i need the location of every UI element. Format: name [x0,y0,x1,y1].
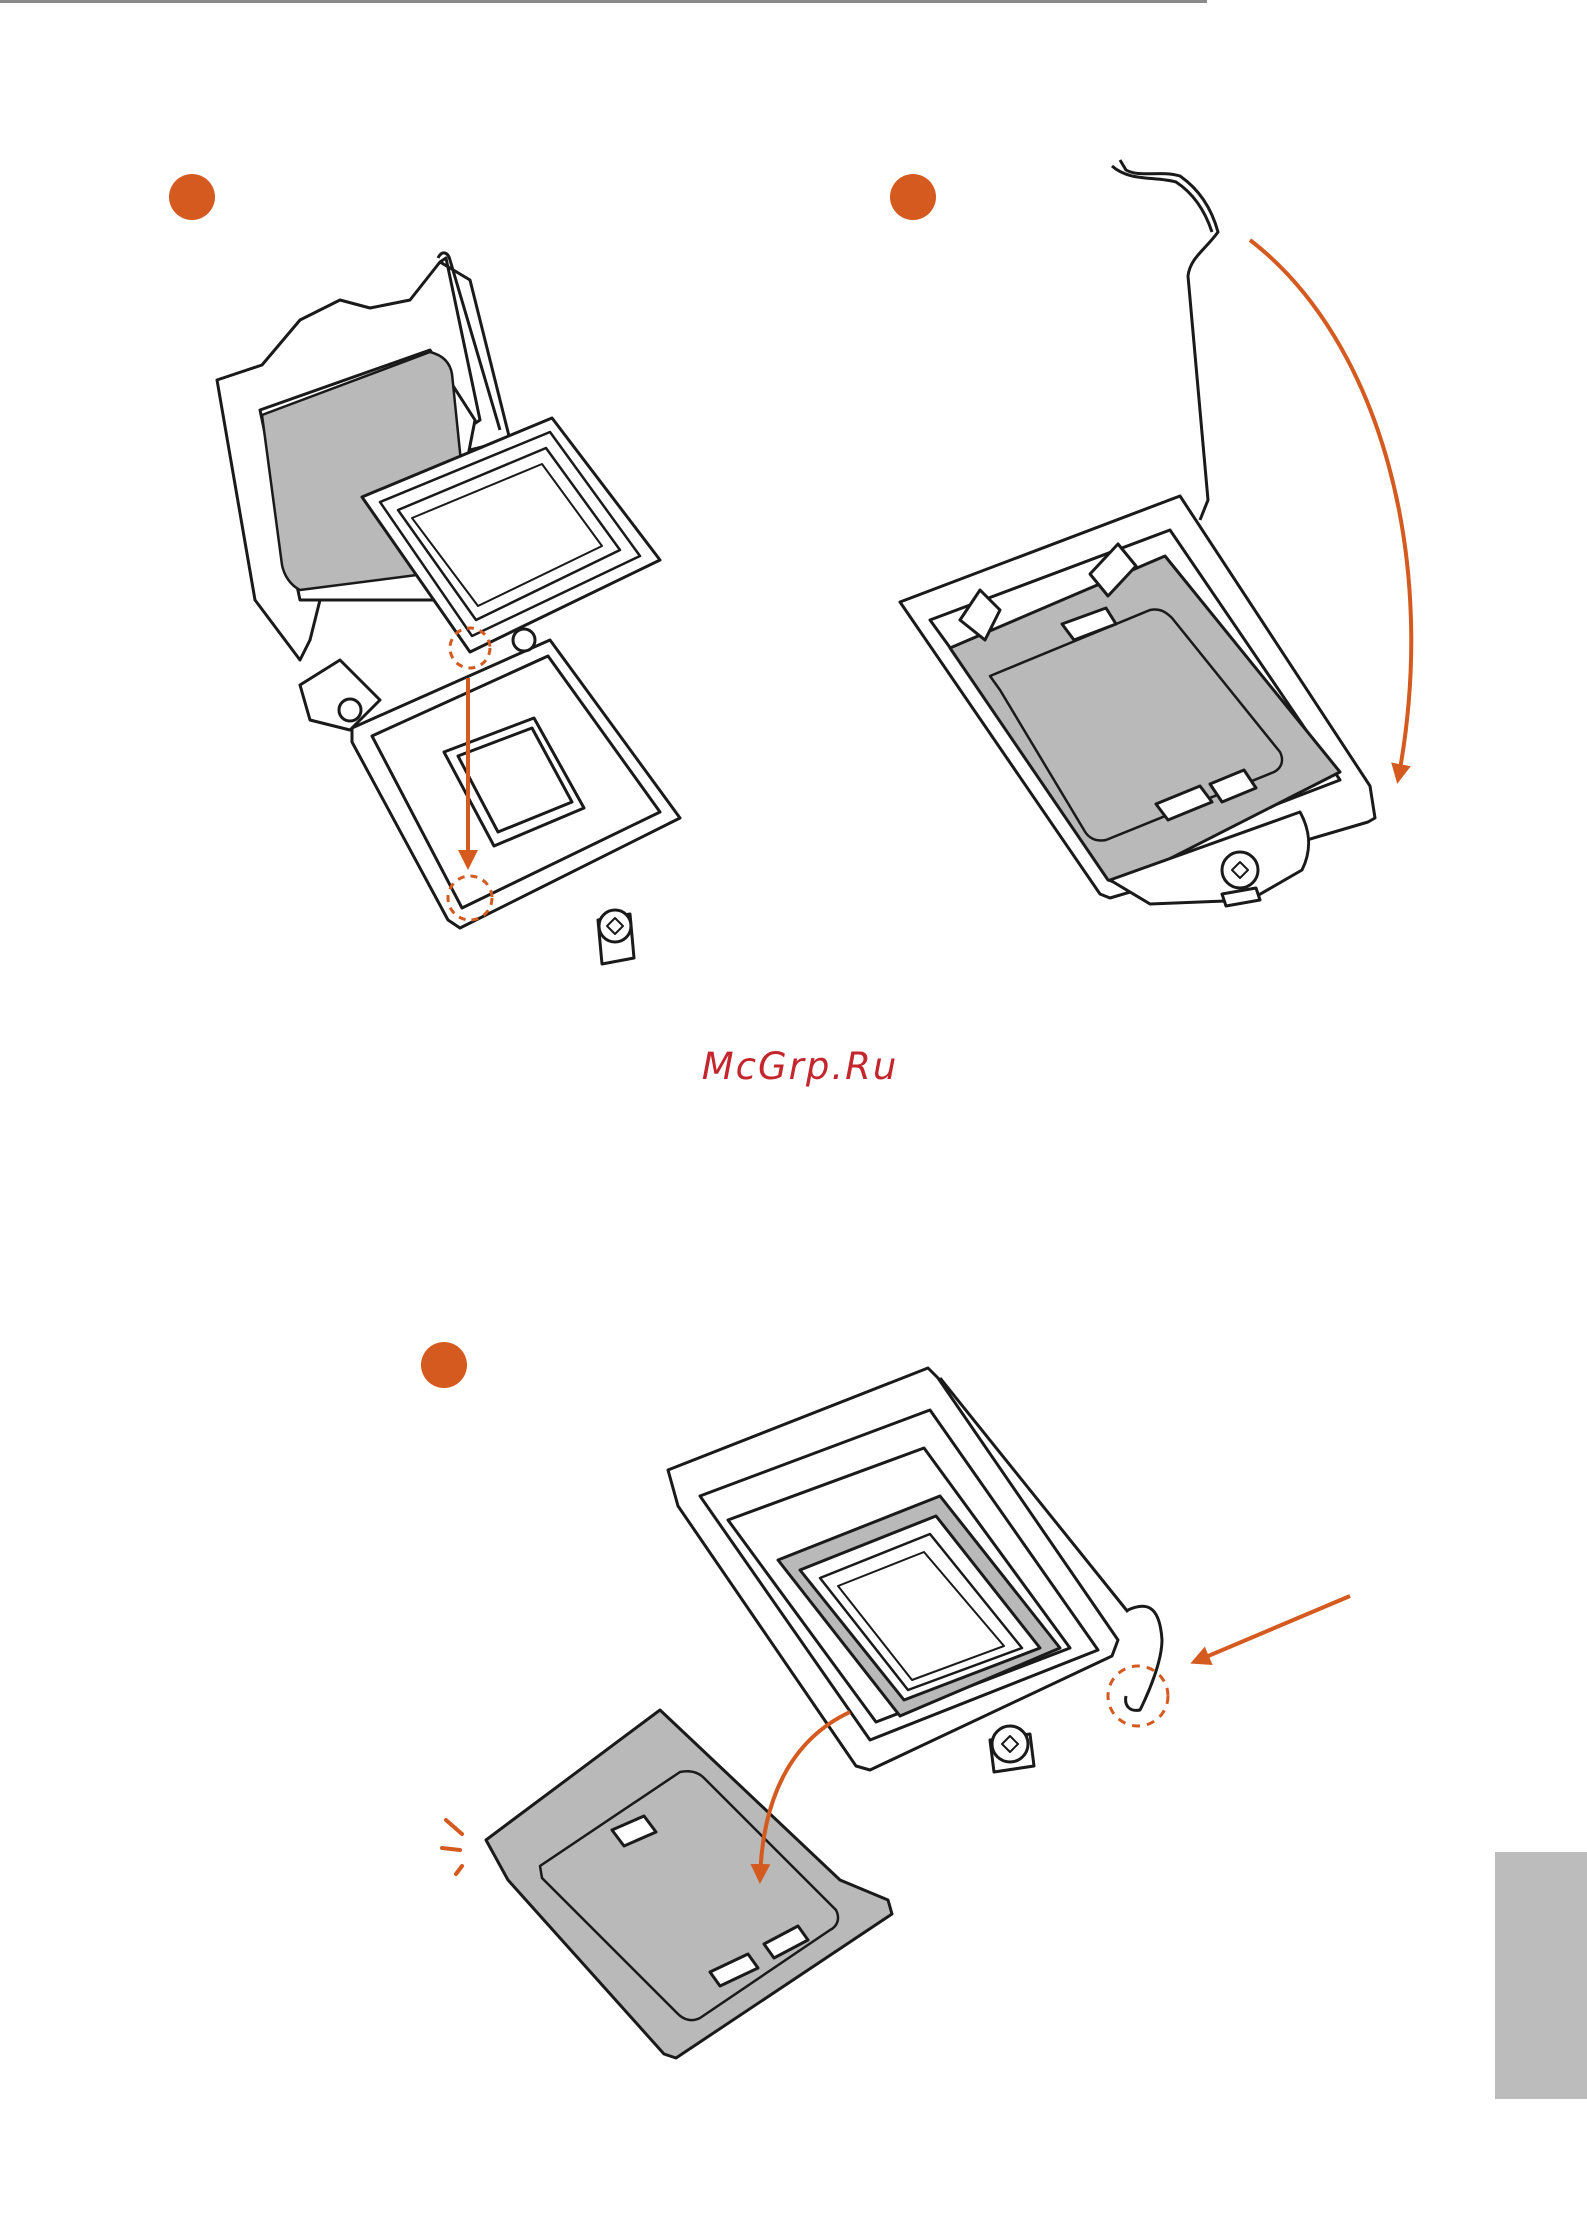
step-2-illustration [900,160,1375,906]
side-language-tab [1495,1852,1587,2099]
step-1-illustration [217,253,680,964]
step-3-illustration [486,1368,1162,2058]
watermark-text: McGrp.Ru [640,1045,960,1088]
